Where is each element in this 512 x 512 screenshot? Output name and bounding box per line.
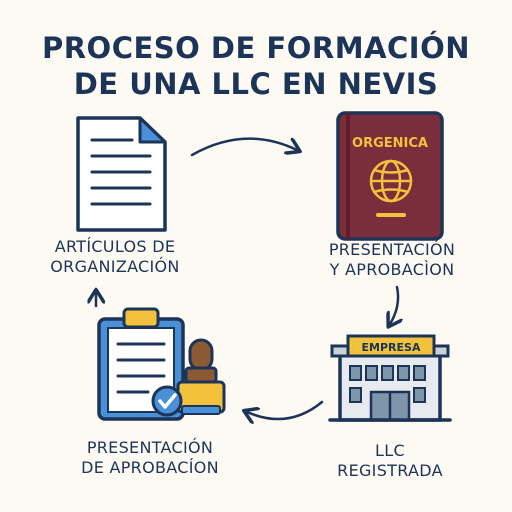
title-line-1: PROCESO DE FORMACIÓN — [41, 31, 471, 65]
document-icon — [76, 116, 167, 232]
arrow-step3-to-step4 — [247, 400, 324, 419]
building-icon: EMPRESA — [328, 334, 452, 422]
arrow-step2-to-step3 — [390, 285, 398, 324]
passport-icon: ORGENICA — [336, 111, 444, 241]
clipboard-stamp-icon — [97, 307, 226, 421]
building-badge: EMPRESA — [362, 341, 421, 354]
arrow-step1-to-step2 — [190, 137, 297, 157]
passport-badge: ORGENICA — [352, 136, 428, 151]
page-title: PROCESO DE FORMACIÓN DE UNA LLC EN NEVIS — [0, 30, 512, 102]
title-line-2: DE UNA LLC EN NEVIS — [73, 67, 439, 101]
step-label-submission: PRESENTACIÓN Y APROBACÌON — [328, 240, 456, 279]
step-label-approval: PRESENTACIÓN DE APROBACÍON — [81, 438, 219, 477]
step-label-registered: LLC REGISTRADA — [337, 441, 443, 480]
step-label-articles: ARTÍCULOS DE ORGANIZACIÓN — [50, 237, 180, 276]
